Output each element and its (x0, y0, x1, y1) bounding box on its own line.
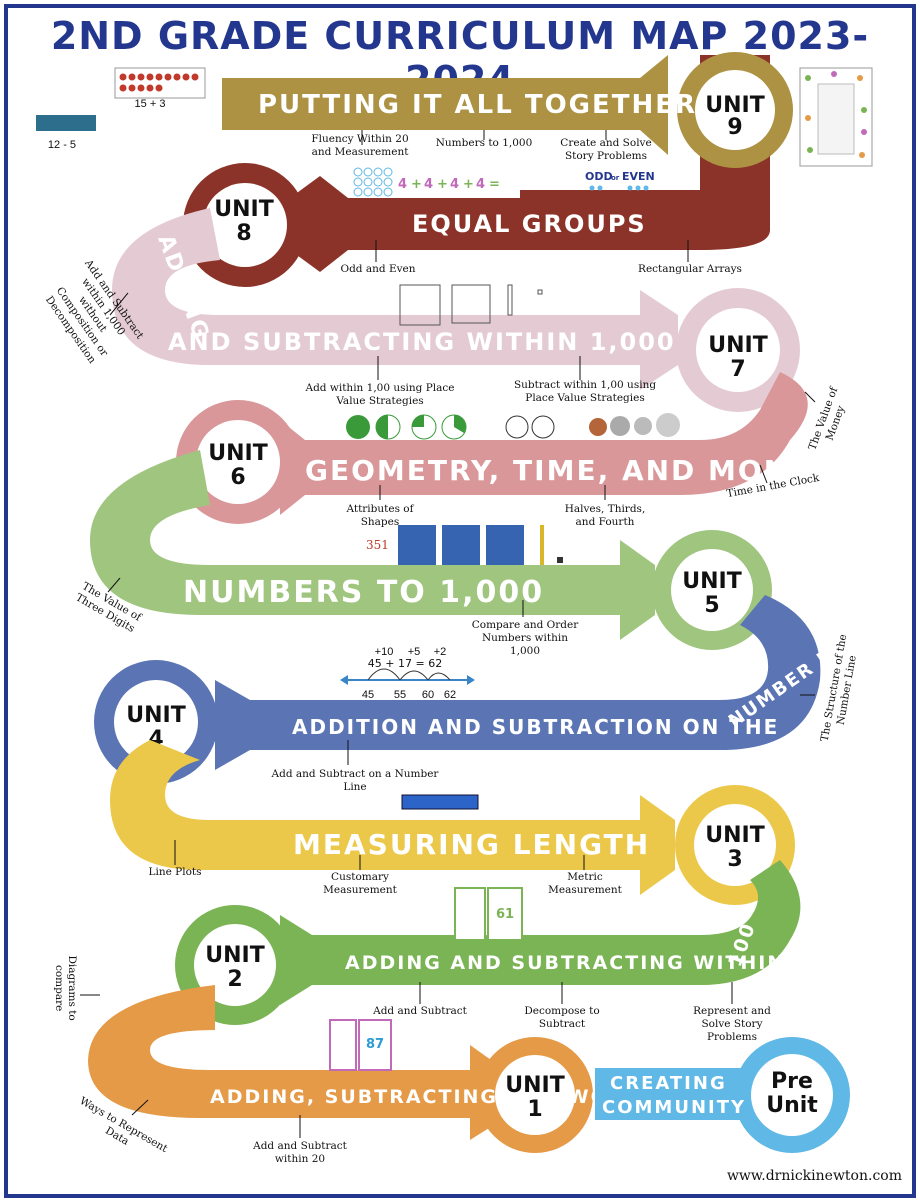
unit5-title: NUMBERS TO 1,000 (183, 575, 544, 610)
unit3-title: MEASURING LENGTH (293, 828, 650, 861)
svg-text:60: 60 (422, 689, 434, 701)
note-compare-order: Compare and Order Numbers within 1,000 (471, 619, 579, 658)
note-story-problems: Create and Solve Story Problems (560, 137, 652, 163)
note-add-subtract-20: Add and Subtract within 20 (253, 1140, 347, 1166)
unit3-label-line2: 3 (727, 847, 742, 872)
note-halves-thirds: Halves, Thirds, and Fourth (564, 503, 646, 529)
note-number-line: Add and Subtract on a Number Line (271, 768, 439, 794)
dotted-worksheet-image (799, 67, 873, 167)
unit5-label-line1: UNIT (682, 569, 741, 594)
svg-text:ODD: ODD (585, 170, 613, 183)
svg-text:4: 4 (398, 177, 407, 192)
pre-unit-title-line2: COMMUNITY (602, 1097, 746, 1118)
linking-cubes-image (401, 794, 479, 810)
svg-text:+: + (463, 177, 474, 192)
unit8-title: EQUAL GROUPS (412, 210, 647, 238)
note-fluency: Fluency Within 20 and Measurement (311, 133, 409, 159)
unit2-band: ADDING AND SUBTRACTING WITHIN 100 UNIT 2 (175, 860, 801, 1025)
svg-text:+2: +2 (434, 646, 447, 658)
cube-train-image: 12 - 5 (36, 115, 96, 151)
note-decompose: Decompose to Subtract (524, 1005, 600, 1031)
unit7-label-line1: UNIT (708, 333, 767, 358)
svg-text:62: 62 (444, 689, 456, 701)
clocks-image (505, 415, 555, 439)
unit2-label-line2: 2 (227, 967, 242, 992)
coins-image (589, 413, 680, 437)
unit5-label-line2: 5 (704, 593, 719, 618)
cube-train-label: 12 - 5 (48, 139, 76, 151)
svg-text:4: 4 (450, 177, 459, 192)
unit1-label-line2: 1 (527, 1097, 542, 1122)
unit5-band: NUMBERS TO 1,000 UNIT 5 (90, 450, 772, 650)
counter-array-image (353, 167, 393, 197)
note-customary: Customary Measurement (323, 871, 397, 897)
page-border (4, 4, 916, 1198)
note-diagrams-compare: Diagrams to compare (53, 955, 79, 1021)
note-represent-solve: Represent and Solve Story Problems (693, 1005, 771, 1044)
unit6-band: GEOMETRY, TIME, AND MONEY UNIT 6 (176, 372, 833, 524)
unit1-label-line1: UNIT (505, 1073, 564, 1098)
svg-text:4: 4 (476, 177, 485, 192)
svg-text:351: 351 (366, 538, 389, 552)
pre-unit-band: CREATING COMMUNITY Pre Unit (595, 1037, 850, 1153)
svg-text:or: or (611, 174, 620, 182)
unit9-title: PUTTING IT ALL TOGETHER (258, 90, 697, 120)
odd-even-image: ODD or EVEN (585, 170, 655, 191)
svg-text:45: 45 (362, 689, 374, 701)
note-numbers-1000: Numbers to 1,000 (435, 137, 533, 149)
unit2-title: ADDING AND SUBTRACTING WITHIN (345, 952, 785, 974)
svg-text:+10: +10 (375, 646, 394, 658)
unit3-label-line1: UNIT (705, 823, 764, 848)
unit9-label-line2: 9 (727, 115, 742, 140)
svg-text:EVEN: EVEN (622, 170, 655, 183)
unit6-label-line2: 6 (230, 465, 245, 490)
unit7-band: AND SUBTRACTING WITHIN 1,000 ADDING UNIT… (112, 208, 800, 412)
svg-text:4: 4 (424, 177, 433, 192)
base-ten-blocks-cube (399, 284, 543, 326)
number-line-image: 45 + 17 = 62 +10 +5 +2 45 55 60 62 (340, 646, 475, 701)
unit8-label-line1: UNIT (214, 197, 273, 222)
unit8-label-line2: 8 (236, 221, 251, 246)
base-ten-hundreds: 351 (366, 525, 563, 565)
unit4-label-line1: UNIT (126, 703, 185, 728)
unit7-label-line2: 7 (730, 357, 745, 382)
unit3-band: MEASURING LENGTH UNIT 3 (110, 740, 795, 905)
note-add-place-value: Add within 1,00 using Place Value Strate… (305, 382, 455, 408)
repeated-addition: 4 + 4 + 4 + 4 = (398, 177, 500, 192)
pre-unit-title-line1: CREATING (610, 1073, 727, 1094)
note-odd-even: Odd and Even (340, 263, 416, 275)
note-line-plots: Line Plots (148, 866, 202, 878)
place-value-card-87: 87 (329, 1019, 392, 1071)
unit6-title: GEOMETRY, TIME, AND MONEY (305, 454, 833, 487)
note-rectangular-arrays: Rectangular Arrays (638, 263, 742, 275)
svg-text:45 + 17 = 62: 45 + 17 = 62 (368, 657, 442, 670)
note-subtract-place-value: Subtract within 1,00 using Place Value S… (513, 379, 657, 405)
ten-frame-label: 15 + 3 (135, 98, 166, 110)
unit9-label-line1: UNIT (705, 93, 764, 118)
unit6-label-line1: UNIT (208, 441, 267, 466)
ten-frame-image: 15 + 3 (114, 67, 206, 110)
svg-text:+: + (437, 177, 448, 192)
website-credit: www.drnickinewton.com (726, 1168, 902, 1184)
svg-text:87: 87 (366, 1037, 384, 1052)
svg-text:55: 55 (394, 689, 406, 701)
svg-text:+5: +5 (408, 646, 421, 658)
note-attributes-shapes: Attributes of Shapes (346, 503, 414, 529)
unit2-label-line1: UNIT (205, 943, 264, 968)
leader-lines (80, 130, 816, 1138)
svg-text:=: = (489, 177, 500, 192)
svg-text:+: + (411, 177, 422, 192)
fraction-circles (346, 414, 467, 440)
pre-unit-label-line1: Pre (771, 1069, 813, 1094)
note-add-subtract: Add and Subtract (373, 1005, 467, 1017)
note-metric: Metric Measurement (548, 871, 622, 897)
svg-text:61: 61 (496, 907, 514, 922)
pre-unit-label-line2: Unit (766, 1093, 818, 1118)
unit7-title: AND SUBTRACTING WITHIN 1,000 (168, 328, 676, 356)
place-value-card-61: 61 (454, 887, 523, 941)
unit4-title: ADDITION AND SUBTRACTION ON THE (292, 715, 779, 739)
